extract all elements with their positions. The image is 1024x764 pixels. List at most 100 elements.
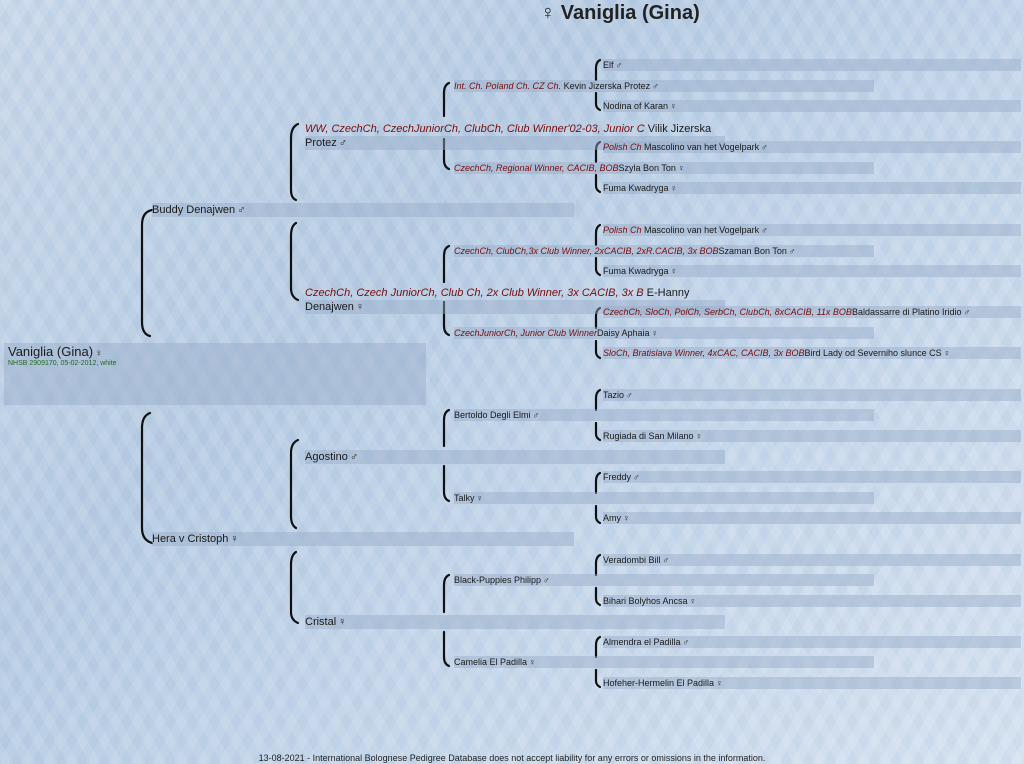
- dam-node[interactable]: Hera v Cristoph♀: [152, 532, 574, 546]
- dog-name: Szaman Bon Ton: [718, 246, 787, 256]
- gen3-node[interactable]: Talky♀: [454, 492, 874, 504]
- female-icon: ♀: [230, 533, 239, 545]
- gen4-node[interactable]: Polish Ch Mascolino van het Vogelpark♂: [603, 224, 1021, 236]
- dog-name: Camelia El Padilla: [454, 657, 528, 667]
- gen4-node[interactable]: Nodina of Karan♀: [603, 100, 1021, 112]
- gen3-node[interactable]: CzechCh, ClubCh,3x Club Winner, 2xCACIB,…: [454, 245, 874, 257]
- male-icon: ♂: [662, 555, 670, 565]
- dog-name: Black-Puppies Philipp: [454, 575, 542, 585]
- gen3-node[interactable]: Int. Ch. Poland Ch. CZ Ch. Kevin Jizersk…: [454, 80, 874, 92]
- female-icon: ♀: [670, 266, 678, 276]
- male-icon: ♂: [237, 204, 246, 216]
- male-icon: ♂: [761, 142, 768, 152]
- row-band: [603, 224, 1021, 236]
- gen3-node[interactable]: Black-Puppies Philipp♂: [454, 574, 874, 586]
- row-band: [454, 162, 874, 174]
- gen3-node[interactable]: CzechJuniorCh, Junior Club WinnerDaisy A…: [454, 327, 874, 339]
- dog-name: Elf: [603, 60, 614, 70]
- male-icon: ♂: [682, 637, 690, 647]
- dog-name: Mascolino van het Vogelpark: [644, 142, 760, 152]
- sire-name: Buddy Denajwen: [152, 204, 236, 216]
- gen4-node[interactable]: SloCh, Bratislava Winner, 4xCAC, CACIB, …: [603, 347, 1021, 359]
- female-icon: ♀: [689, 596, 697, 606]
- gen4-node[interactable]: Veradombi Bill♂: [603, 554, 1021, 566]
- male-icon: ♂: [543, 575, 550, 585]
- gen4-node[interactable]: CzechCh, SloCh, PolCh, SerbCh, ClubCh, 8…: [603, 306, 1021, 318]
- gen2-node[interactable]: WW, CzechCh, CzechJuniorCh, ClubCh, Club…: [305, 122, 725, 150]
- root-dog[interactable]: Vaniglia (Gina)♀ NHSB 2909170, 05-02-201…: [4, 343, 426, 405]
- dog-name: Amy: [603, 513, 621, 523]
- row-band: [603, 389, 1021, 401]
- male-icon: ♂: [532, 410, 540, 420]
- bracket-dam-down: [289, 550, 300, 625]
- dog-name: Talky: [454, 493, 475, 503]
- gen4-node[interactable]: Fuma Kwadryga♀: [603, 182, 1021, 194]
- male-icon: ♂: [626, 390, 633, 400]
- male-icon: ♂: [338, 137, 348, 149]
- female-icon: ♀: [529, 657, 536, 667]
- row-band: [152, 532, 574, 546]
- dog-name: Agostino: [305, 451, 348, 463]
- female-icon: ♀: [651, 328, 659, 338]
- gen4-node[interactable]: Polish Ch Mascolino van het Vogelpark♂: [603, 141, 1021, 153]
- row-band: [603, 59, 1021, 71]
- row-band: [454, 574, 874, 586]
- bracket-root-dam: [140, 411, 154, 545]
- gen4-node[interactable]: Hofeher-Hermelin El Padilla♀: [603, 677, 1021, 689]
- disclaimer-footer: 13-08-2021 - International Bolognese Ped…: [258, 753, 766, 763]
- male-icon: ♂: [761, 225, 768, 235]
- row-band: [454, 245, 874, 257]
- dog-titles: Int. Ch. Poland Ch. CZ Ch.: [454, 81, 562, 91]
- gen4-node[interactable]: Almendra el Padilla♂: [603, 636, 1021, 648]
- bracket-sire-down: [289, 221, 300, 302]
- dog-name: E-Hanny Denajwen: [305, 287, 690, 313]
- dog-titles: Polish Ch: [603, 142, 642, 152]
- row-band: [454, 409, 874, 421]
- male-icon: ♂: [652, 81, 659, 91]
- dog-titles: WW, CzechCh, CzechJuniorCh, ClubCh, Club…: [305, 123, 645, 135]
- dog-name: Szyla Bon Ton: [618, 163, 676, 173]
- root-name: Vaniglia (Gina)♀: [8, 344, 103, 359]
- gen4-node[interactable]: Elf♂: [603, 59, 1021, 71]
- gen4-node[interactable]: Tazio♂: [603, 389, 1021, 401]
- row-band: [603, 512, 1021, 524]
- row-band: [152, 203, 574, 217]
- dog-titles: CzechCh, ClubCh,3x Club Winner, 2xCACIB,…: [454, 246, 719, 256]
- gen4-node[interactable]: Amy♀: [603, 512, 1021, 524]
- gen2-node[interactable]: Cristal♀: [305, 615, 725, 629]
- female-icon: ♀: [355, 301, 365, 313]
- row-band: [603, 471, 1021, 483]
- dog-name: Fuma Kwadryga: [603, 266, 669, 276]
- female-icon: ♀: [476, 493, 484, 503]
- dam-name: Hera v Cristoph: [152, 533, 229, 545]
- bracket-sire-up: [289, 122, 300, 202]
- gen2-node[interactable]: Agostino♂: [305, 450, 725, 464]
- dog-name: Tazio: [603, 390, 625, 400]
- dog-name: Fuma Kwadryga: [603, 183, 669, 193]
- gen4-node[interactable]: Fuma Kwadryga♀: [603, 265, 1021, 277]
- gen4-node[interactable]: Rugiada di San Milano♀: [603, 430, 1021, 442]
- female-icon: ♀: [716, 678, 723, 688]
- dog-titles: Polish Ch: [603, 225, 642, 235]
- dog-titles: SloCh, Bratislava Winner, 4xCAC, CACIB, …: [603, 348, 805, 358]
- row-band: [603, 141, 1021, 153]
- row-band: [305, 615, 725, 629]
- gen3-node[interactable]: Camelia El Padilla♀: [454, 656, 874, 668]
- gen3-node[interactable]: CzechCh, Regional Winner, CACIB, BOBSzyl…: [454, 162, 874, 174]
- male-icon: ♂: [963, 307, 971, 317]
- male-icon: ♂: [615, 60, 623, 70]
- row-band: [603, 265, 1021, 277]
- gen3-node[interactable]: Bertoldo Degli Elmi♂: [454, 409, 874, 421]
- sire-node[interactable]: Buddy Denajwen♂: [152, 203, 574, 217]
- row-band: [454, 492, 874, 504]
- root-name-text: Vaniglia (Gina): [8, 344, 94, 359]
- gen2-node[interactable]: CzechCh, Czech JuniorCh, Club Ch, 2x Clu…: [305, 286, 725, 314]
- dog-name: Bertoldo Degli Elmi: [454, 410, 531, 420]
- dog-name: Baldassarre di Platino Iridio: [851, 307, 962, 317]
- row-band: [603, 347, 1021, 359]
- gen4-node[interactable]: Freddy♂: [603, 471, 1021, 483]
- dog-titles: CzechCh, Czech JuniorCh, Club Ch, 2x Clu…: [305, 287, 644, 299]
- female-icon: ♀: [670, 183, 678, 193]
- gen4-node[interactable]: Bihari Bolyhos Ancsa♀: [603, 595, 1021, 607]
